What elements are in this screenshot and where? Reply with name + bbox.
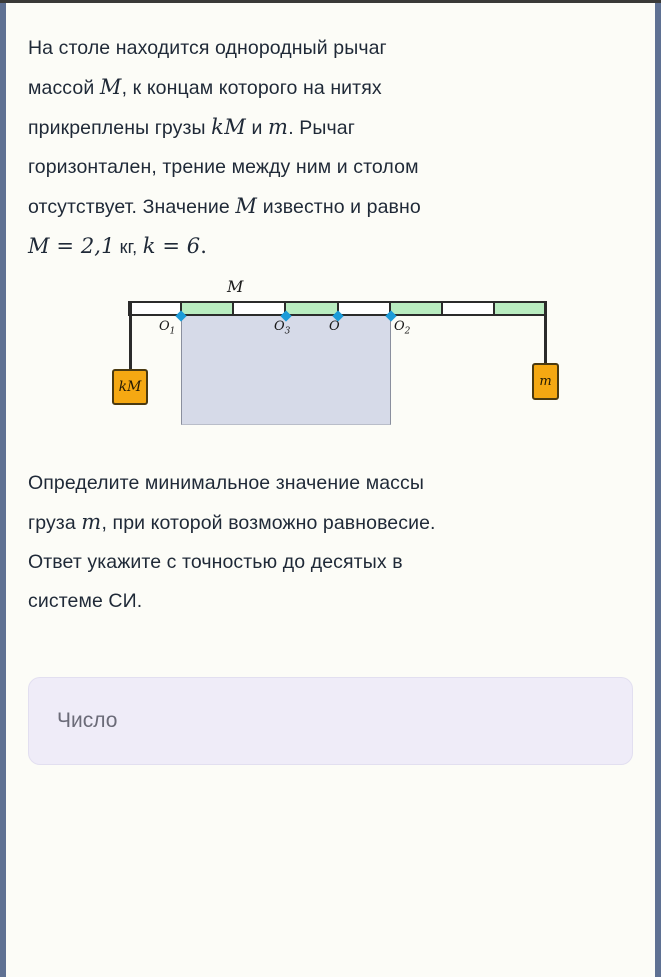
math-var-m-question: m (81, 510, 102, 534)
problem-line-4-text: горизонтален, трение между ним и столом (28, 156, 419, 178)
problem-line-1-text: На столе находится однородный рычаг (28, 37, 387, 59)
answer-input[interactable] (28, 677, 633, 765)
label-point-O1: O1 (159, 319, 175, 337)
lever-segment-8 (494, 303, 545, 314)
label-point-O3-sub: 3 (284, 326, 291, 337)
problem-line-5-prefix: отсутствует. Значение (28, 196, 236, 218)
question-line-4-text: системе СИ. (28, 590, 143, 612)
label-point-O-base: O (329, 319, 340, 334)
lever-segment-6 (390, 303, 443, 314)
problem-line-5: отсутствует. Значение M известно и равно (28, 187, 633, 227)
lever-segment-1 (130, 303, 183, 314)
lever-segment-7 (442, 303, 495, 314)
problem-line-6: M = 2,1 кг, k = 6. (28, 227, 633, 267)
math-eq-k-value: k = 6 (142, 234, 201, 258)
problem-statement: На столе находится однородный рычаг масс… (28, 29, 633, 267)
question-statement: Определите минимальное значение массы гр… (28, 464, 633, 621)
problem-line-1: На столе находится однородный рычаг (28, 29, 633, 68)
problem-line-2: массой M, к концам которого на нитях (28, 68, 633, 108)
lever-mass-label: M (227, 277, 244, 296)
question-line-4: системе СИ. (28, 582, 633, 621)
problem-line-3-suffix: . Рычаг (288, 117, 355, 139)
label-point-O1-base: O (159, 319, 170, 334)
right-edge-strip (655, 3, 661, 977)
problem-page: На столе находится однородный рычаг масс… (6, 3, 655, 977)
math-var-M-known: M (235, 194, 258, 218)
question-line-3: Ответ укажите с точностью до десятых в (28, 543, 633, 582)
problem-line-2-suffix: , к концам которого на нитях (121, 77, 382, 99)
lever-segment-5 (338, 303, 391, 314)
weight-left-kM: kM (112, 369, 148, 405)
problem-line-3-conj: и (246, 117, 269, 139)
top-edge-strip (0, 0, 661, 3)
question-line-1: Определите минимальное значение массы (28, 464, 633, 503)
lever-figure: M O1 O3 O (28, 277, 633, 456)
string-right (544, 303, 547, 365)
problem-line-5-suffix: известно и равно (257, 196, 421, 218)
problem-line-3: прикреплены грузы kM и m. Рычаг (28, 108, 633, 148)
math-var-kM: kM (211, 115, 246, 139)
problem-line-3-prefix: прикреплены грузы (28, 117, 212, 139)
weight-right-m: m (532, 363, 559, 400)
left-edge-strip (0, 3, 6, 977)
label-point-O1-sub: 1 (169, 326, 176, 337)
question-line-2-suffix: , при которой возможно равновесие. (101, 512, 436, 534)
table-surface (181, 309, 391, 425)
lever-diagram: M O1 O3 O (28, 277, 645, 456)
lever-segment-2 (182, 303, 235, 314)
lever-segment-4 (286, 303, 339, 314)
question-line-2-prefix: груза (28, 512, 82, 534)
label-point-O2-sub: 2 (404, 326, 411, 337)
math-unit-kg: кг, (119, 237, 138, 257)
problem-line-6-period: . (200, 234, 208, 258)
label-point-O3-base: O (274, 319, 285, 334)
label-point-O3: O3 (274, 319, 290, 337)
lever-segment-3 (234, 303, 287, 314)
problem-line-2-prefix: массой (28, 77, 100, 99)
label-point-O2: O2 (394, 319, 410, 337)
math-var-m: m (268, 115, 289, 139)
math-eq-M-value: M = 2,1 (28, 234, 115, 258)
question-line-3-text: Ответ укажите с точностью до десятых в (28, 551, 403, 573)
math-var-M: M (99, 75, 122, 99)
string-left (129, 303, 132, 371)
question-line-1-text: Определите минимальное значение массы (28, 472, 424, 494)
question-line-2: груза m, при которой возможно равновесие… (28, 503, 633, 543)
problem-line-4: горизонтален, трение между ним и столом (28, 148, 633, 187)
label-point-O2-base: O (394, 319, 405, 334)
answer-section (28, 677, 633, 765)
label-point-O: O (329, 319, 340, 337)
